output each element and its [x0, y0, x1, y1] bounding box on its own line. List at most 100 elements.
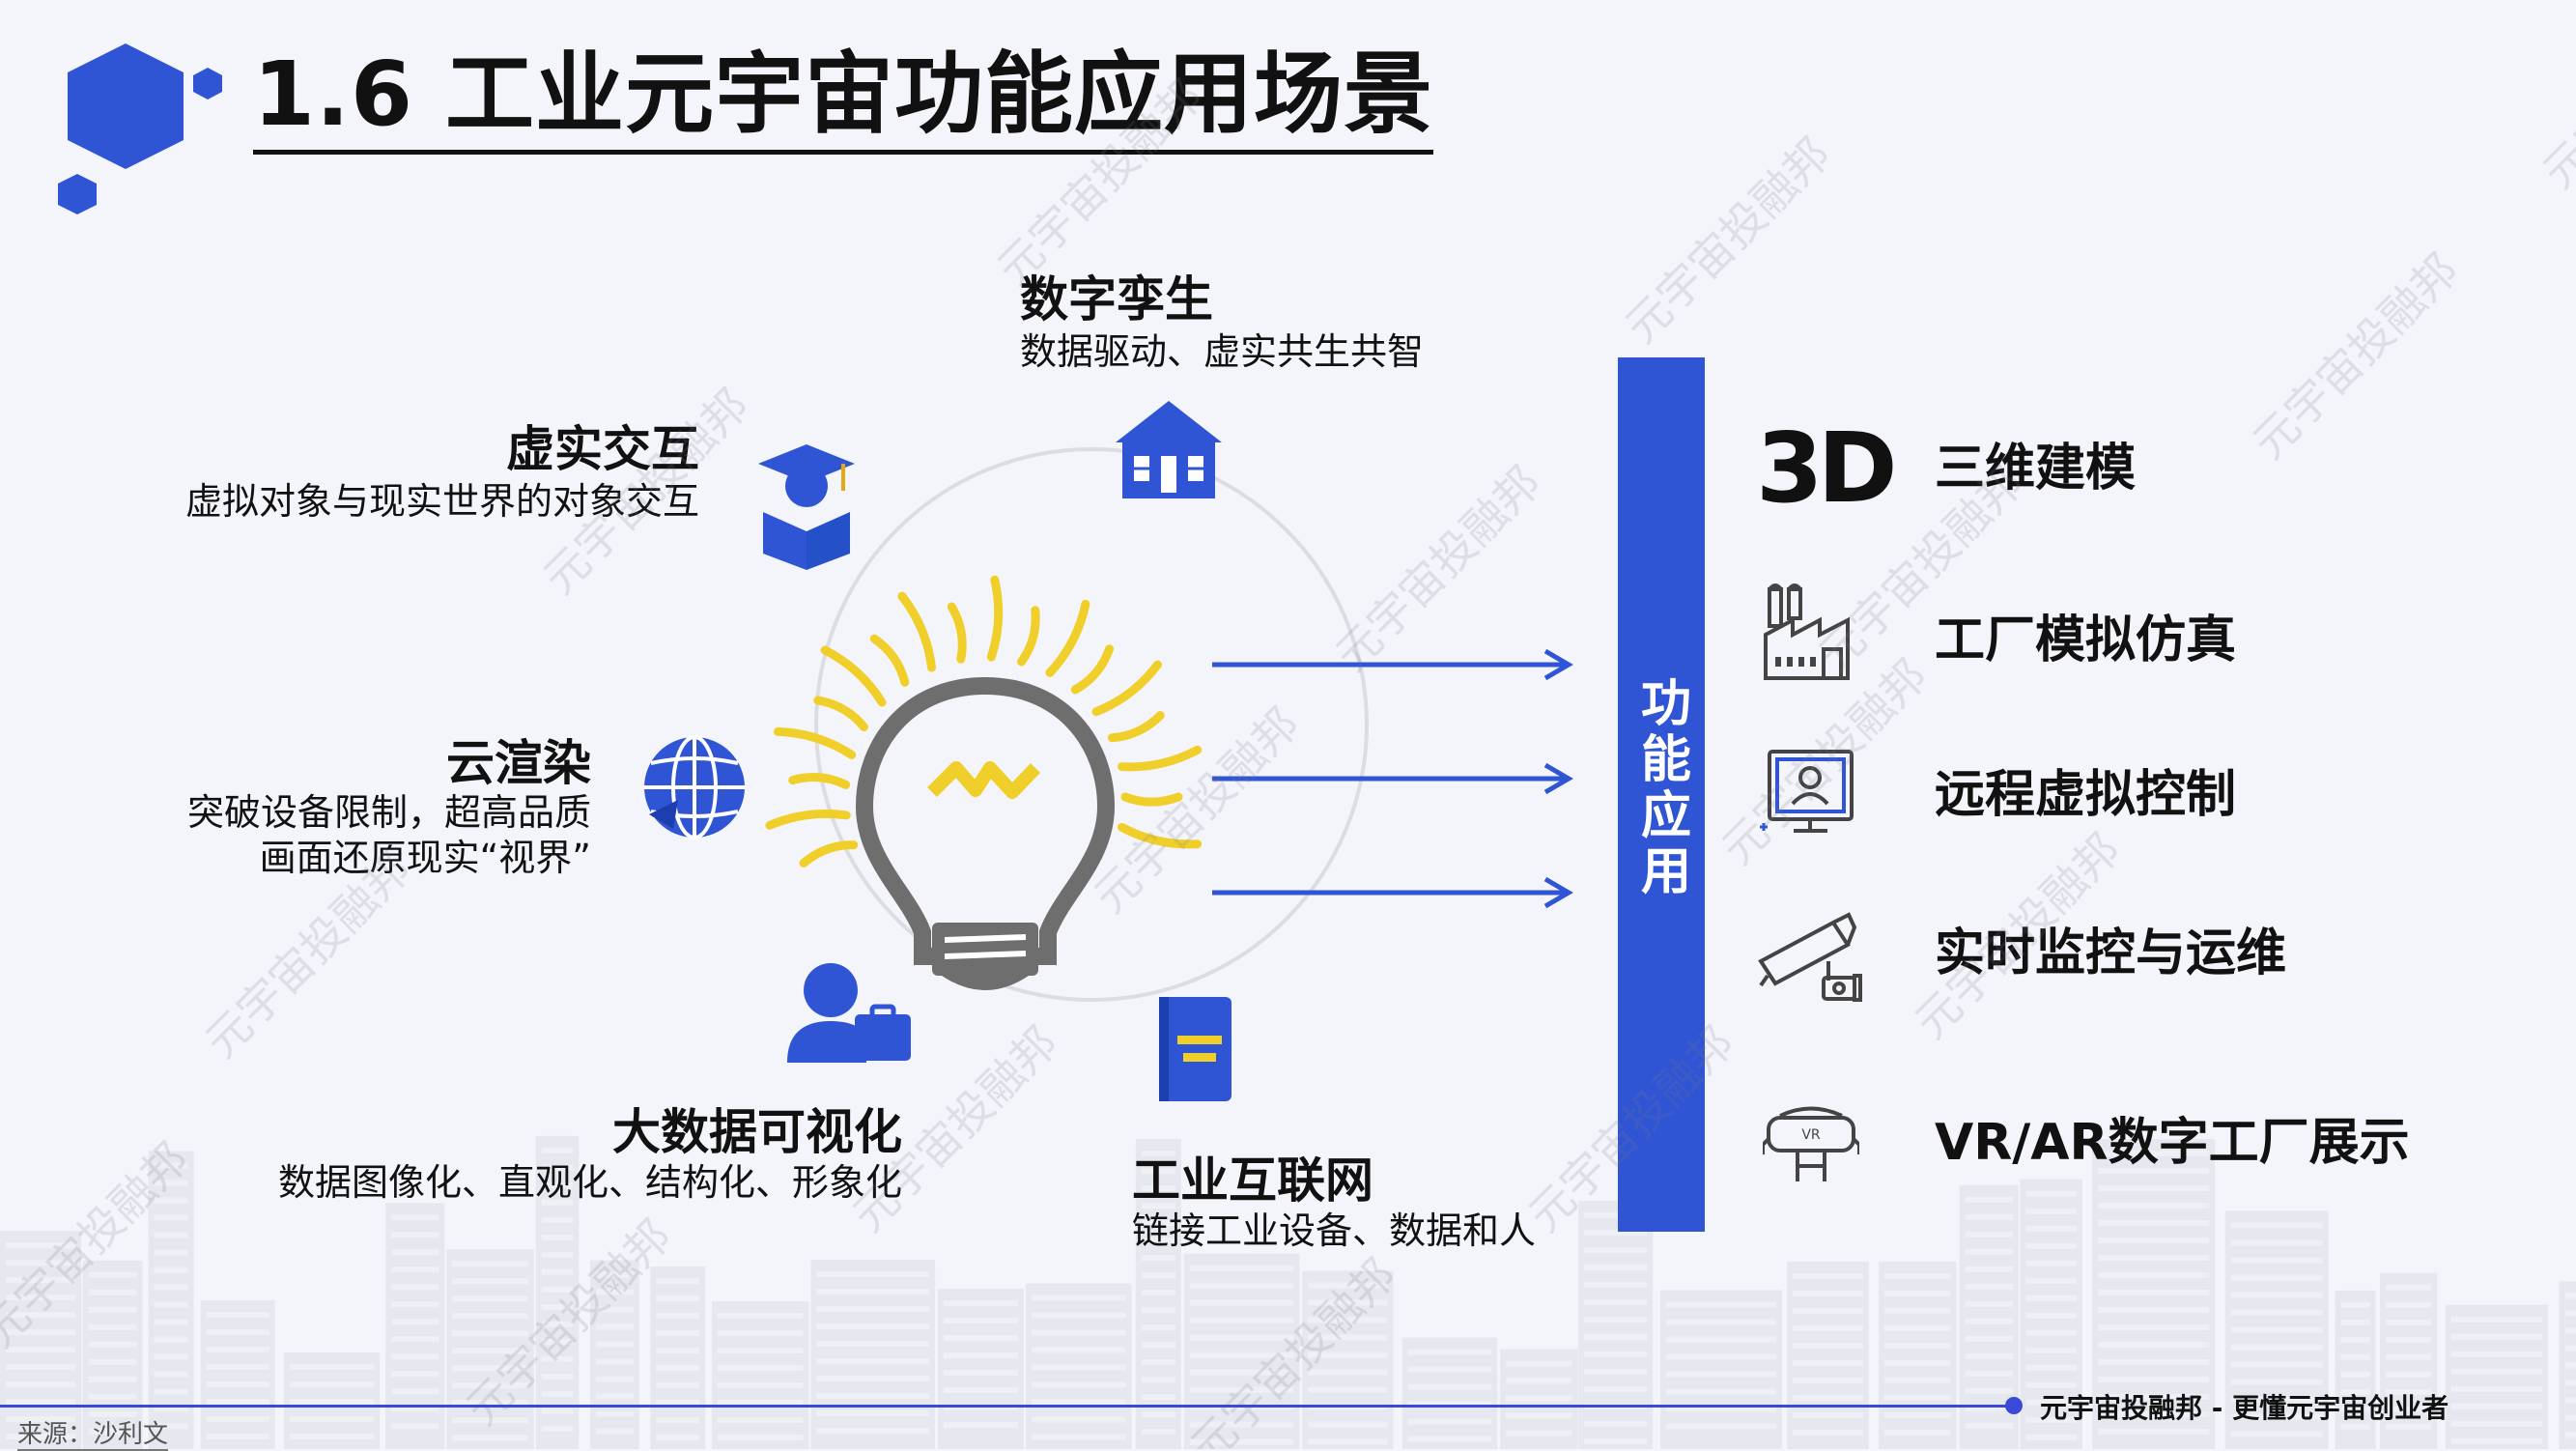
skyline-building — [2445, 1304, 2548, 1449]
skyline-window-row — [154, 1336, 188, 1343]
skyline-window-row — [1883, 1411, 1951, 1418]
skyline-window-row — [1141, 1272, 1175, 1279]
skyline-window-row — [206, 1329, 269, 1336]
3d-text-icon: 3D — [1756, 412, 1898, 525]
skyline-window-row — [2450, 1403, 2542, 1409]
skyline-window-row — [1141, 1394, 1175, 1401]
skyline-window-row — [2025, 1190, 2077, 1197]
skyline-window-row — [2385, 1301, 2432, 1308]
bulb-ray — [869, 634, 910, 687]
skyline-window-row — [290, 1381, 375, 1388]
skyline-window-row — [541, 1338, 574, 1345]
skyline-window-row — [2385, 1284, 2432, 1291]
skyline-window-row — [391, 1371, 439, 1378]
skyline-window-row — [2340, 1371, 2370, 1378]
bulb-ray — [765, 809, 851, 830]
skyline-window-row — [206, 1434, 269, 1440]
skyline-window-row — [1141, 1238, 1175, 1244]
skyline-window-row — [2025, 1399, 2077, 1406]
skyline-window-row — [1141, 1429, 1175, 1436]
digital-twin-title: 数字孪生 — [1020, 271, 1213, 327]
skyline-window-row — [1141, 1342, 1175, 1349]
skyline-window-row — [88, 1410, 137, 1417]
skyline-window-row — [2025, 1225, 2077, 1232]
skyline-window-row — [717, 1364, 804, 1371]
app-factory-simulation: 工厂模拟仿真 — [1935, 612, 2237, 669]
skyline-window-row — [154, 1249, 188, 1256]
skyline-window-row — [1141, 1359, 1175, 1366]
skyline-window-row — [2450, 1420, 2542, 1427]
skyline-window-row — [1965, 1266, 2013, 1272]
skyline-window-row — [2340, 1301, 2370, 1308]
skyline-window-row — [595, 1289, 634, 1295]
skyline-window-row — [656, 1329, 700, 1336]
skyline-window-row — [2230, 1361, 2323, 1368]
skyline-window-row — [452, 1295, 528, 1302]
skyline-window-row — [816, 1323, 930, 1330]
skyline-window-row — [541, 1251, 574, 1258]
skyline-window-row — [1965, 1387, 2013, 1394]
skyline-window-row — [88, 1323, 137, 1330]
skyline-window-row — [1965, 1422, 2013, 1429]
skyline-window-row — [1793, 1290, 1863, 1296]
skyline-window-row — [1032, 1434, 1126, 1440]
skyline-window-row — [1141, 1185, 1175, 1192]
skyline-window-row — [391, 1353, 439, 1360]
lightbulb-icon — [765, 575, 1203, 990]
skyline-window-row — [2098, 1185, 2210, 1192]
skyline-window-row — [2098, 1238, 2210, 1244]
skyline-window-row — [290, 1364, 375, 1371]
skyline-window-row — [1141, 1307, 1175, 1314]
skyline-window-row — [6, 1260, 76, 1266]
bulb-ray — [820, 645, 887, 707]
skyline-building — [385, 1203, 445, 1449]
vr-interaction-desc: 虚拟对象与现实世界的对象交互 — [184, 480, 699, 523]
skyline-window-row — [1141, 1203, 1175, 1209]
skyline-window-row — [541, 1408, 574, 1414]
skyline-window-row — [206, 1347, 269, 1353]
skyline-window-row — [541, 1181, 574, 1188]
skyline-window-row — [206, 1399, 269, 1406]
skyline-window-row — [541, 1164, 574, 1171]
skyline-window-row — [1793, 1324, 1863, 1331]
skyline-building — [1878, 1261, 1957, 1449]
skyline-window-row — [943, 1405, 1019, 1411]
source-note: 来源：沙利文 — [17, 1420, 169, 1451]
skyline-window-row — [1883, 1394, 1951, 1401]
skyline-window-row — [6, 1242, 76, 1249]
skyline-window-row — [2098, 1290, 2210, 1296]
skyline-window-row — [2230, 1309, 2323, 1316]
skyline-window-row — [1308, 1438, 1388, 1445]
skyline-window-row — [2340, 1353, 2370, 1360]
footer-line — [0, 1405, 2019, 1408]
skyline-building — [2335, 1290, 2376, 1449]
skyline-window-row — [154, 1284, 188, 1291]
skyline-building — [1401, 1337, 1498, 1449]
skyline-window-row — [1506, 1430, 1572, 1437]
skyline-window-row — [2340, 1423, 2370, 1430]
skyline-window-row — [2098, 1394, 2210, 1401]
skyline-window-row — [154, 1162, 188, 1169]
skyline-window-row — [816, 1393, 930, 1400]
skyline-window-row — [816, 1376, 930, 1382]
footer-dot — [2005, 1397, 2023, 1414]
skyline-window-row — [391, 1232, 439, 1238]
skyline-window-row — [1141, 1255, 1175, 1262]
skyline-window-row — [391, 1284, 439, 1291]
skyline-building — [1787, 1261, 1869, 1449]
skyline-window-row — [595, 1393, 634, 1400]
skyline-building — [0, 1231, 82, 1449]
skyline-window-row — [88, 1393, 137, 1400]
skyline-window-row — [6, 1364, 76, 1371]
skyline-window-row — [1308, 1299, 1388, 1306]
skyline-window-row — [290, 1434, 375, 1440]
skyline-window-row — [943, 1387, 1019, 1394]
skyline-window-row — [452, 1435, 528, 1441]
skyline-window-row — [595, 1428, 634, 1435]
bulb-ray — [986, 575, 1004, 662]
skyline-window-row — [1793, 1307, 1863, 1314]
skyline-window-row — [717, 1329, 804, 1336]
skyline-window-row — [88, 1289, 137, 1295]
skyline-window-row — [1407, 1349, 1492, 1355]
skyline-window-row — [452, 1313, 528, 1320]
